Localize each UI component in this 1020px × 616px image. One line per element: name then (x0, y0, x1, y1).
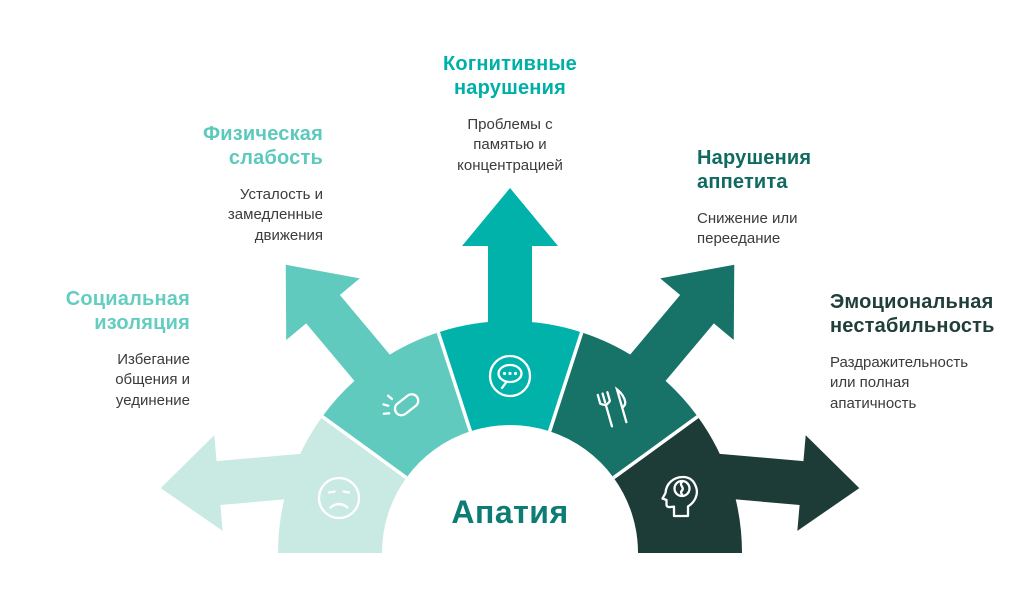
sad-face-icon (317, 476, 361, 520)
label-emotional-instability: Эмоциональная нестабильность Раздражител… (830, 290, 1000, 415)
head-speech-bubble-icon (488, 354, 532, 398)
weakness-icon (382, 393, 420, 417)
branch-body-appetite-disturbance: Снижение или переедание (697, 209, 798, 248)
head-brain-icon (661, 475, 699, 518)
branch-heading-social-isolation: Социальная изоляция (65, 288, 190, 335)
label-physical-weakness: Физическая слабость Усталость и замедлен… (193, 122, 323, 247)
branch-heading-cognitive-impairment: Когнитивные нарушения (443, 53, 577, 100)
branch-heading-emotional-instability: Эмоциональная нестабильность (830, 291, 995, 338)
branch-body-emotional-instability: Раздражительность или полная апатичность (830, 353, 969, 413)
arrow-cognitive-impairment (462, 188, 558, 342)
branch-body-social-isolation: Избегание общения и уединение (115, 350, 190, 410)
segment-dividers (321, 331, 699, 480)
segment-social-isolation (278, 416, 407, 553)
branch-body-cognitive-impairment: Проблемы с памятью и концентрацией (457, 115, 563, 175)
diagram-title: Апатия (451, 494, 569, 530)
branch-body-physical-weakness: Усталость и замедленные движения (227, 185, 323, 245)
label-cognitive-impairment: Когнитивные нарушения Проблемы с памятью… (435, 52, 585, 177)
segment-emotional-instability (613, 416, 742, 553)
branch-heading-physical-weakness: Физическая слабость (203, 123, 323, 170)
label-appetite-disturbance: Нарушения аппетита Снижение или переедан… (697, 146, 832, 250)
fork-knife-icon (596, 386, 628, 428)
label-social-isolation: Социальная изоляция Избегание общения и … (65, 287, 190, 412)
branch-heading-appetite-disturbance: Нарушения аппетита (697, 147, 812, 194)
segment-cognitive-impairment (438, 321, 582, 432)
